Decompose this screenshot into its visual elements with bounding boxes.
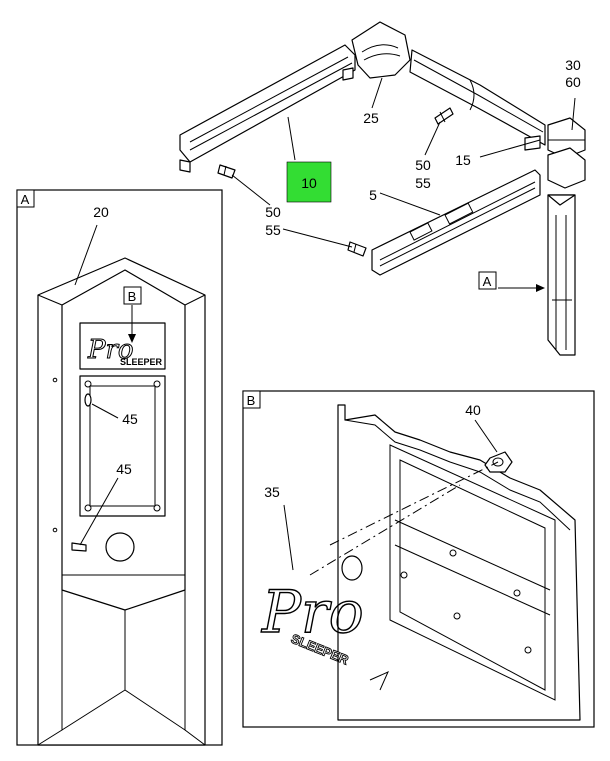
- rear-trim-rail: [179, 44, 356, 173]
- callout-40[interactable]: 40: [465, 402, 481, 418]
- logo-plate: [79, 322, 166, 370]
- callout-5[interactable]: 5: [369, 187, 377, 203]
- vertical-trim-post: [547, 194, 576, 356]
- front-trim-rail: [371, 169, 541, 276]
- screw-50-55-left: [217, 164, 236, 179]
- callout-10[interactable]: 10: [301, 175, 317, 191]
- cover-screw-bl: [84, 504, 92, 512]
- callout-10-highlight[interactable]: [286, 161, 332, 203]
- leader-10: [287, 116, 296, 161]
- leader-45-upper: [91, 403, 119, 419]
- arrow-head-a: [536, 284, 545, 292]
- cover-screw-tl: [84, 380, 92, 388]
- leader-50-55-lower: [282, 228, 353, 248]
- leader-40: [474, 419, 498, 453]
- centerline-emblem: [309, 484, 461, 576]
- callout-45-lower[interactable]: 45: [116, 461, 132, 477]
- callout-15[interactable]: 15: [455, 152, 471, 168]
- arrow-head-b: [128, 334, 136, 343]
- leader-15: [479, 139, 541, 158]
- mount-boss: [341, 555, 363, 581]
- view-a-reference-label[interactable]: A: [483, 274, 492, 289]
- logo-script-small: Pro: [87, 335, 134, 365]
- callout-50-upper[interactable]: 50: [415, 157, 431, 173]
- view-a-tag-label: A: [21, 192, 30, 207]
- side-hole: [52, 377, 58, 383]
- leader-45-lower: [79, 477, 119, 546]
- side-trim-rail: [409, 49, 546, 151]
- corner-cap-upper: [351, 21, 411, 79]
- callout-25[interactable]: 25: [363, 110, 379, 126]
- wall-hole-2: [513, 589, 521, 597]
- screw-45-lower: [71, 542, 87, 552]
- cover-screw-br: [153, 504, 161, 512]
- callout-55-upper[interactable]: 55: [415, 175, 431, 191]
- callout-20[interactable]: 20: [93, 204, 109, 220]
- corner-bracket: [547, 117, 586, 189]
- leader-5: [379, 192, 441, 216]
- view-b-reference-box[interactable]: [123, 286, 142, 305]
- cover-screw-tr: [153, 380, 161, 388]
- access-cover-inner: [89, 385, 156, 507]
- screw-45-upper: [84, 393, 92, 407]
- callout-55-lower[interactable]: 55: [265, 222, 281, 238]
- access-cover-frame: [79, 375, 166, 517]
- callout-50-lower[interactable]: 50: [265, 204, 281, 220]
- wall-hole-5: [524, 646, 532, 654]
- view-b-reference-label[interactable]: B: [128, 289, 137, 304]
- leader-20: [74, 224, 98, 286]
- trim-hole: [105, 532, 135, 562]
- wall-hole-3: [400, 571, 408, 579]
- leader-35: [283, 504, 294, 571]
- nut-40: [484, 451, 513, 473]
- callout-60[interactable]: 60: [565, 74, 581, 90]
- view-b-tag-label: B: [247, 393, 256, 408]
- view-b-tag: [242, 390, 261, 409]
- callout-35[interactable]: 35: [264, 484, 280, 500]
- logo-word-small: SLEEPER: [120, 357, 163, 367]
- leader-25: [371, 77, 383, 109]
- side-hole-lower: [52, 527, 58, 533]
- wall-hole-4: [453, 612, 461, 620]
- screw-50-55-upper: [434, 107, 454, 125]
- wall-hole-1: [449, 549, 457, 557]
- screw-50-55-lower: [347, 241, 367, 257]
- callout-45-upper[interactable]: 45: [122, 411, 138, 427]
- emblem-script: Pro: [261, 578, 364, 646]
- leader-50-55-left: [231, 174, 271, 206]
- callout-30[interactable]: 30: [565, 57, 581, 73]
- leader-30-60: [571, 97, 576, 131]
- view-a-reference-box[interactable]: [478, 271, 497, 290]
- leader-50-55-upper: [424, 121, 441, 156]
- view-a-tag: [16, 189, 35, 208]
- sleeper-wall-section: [337, 404, 581, 721]
